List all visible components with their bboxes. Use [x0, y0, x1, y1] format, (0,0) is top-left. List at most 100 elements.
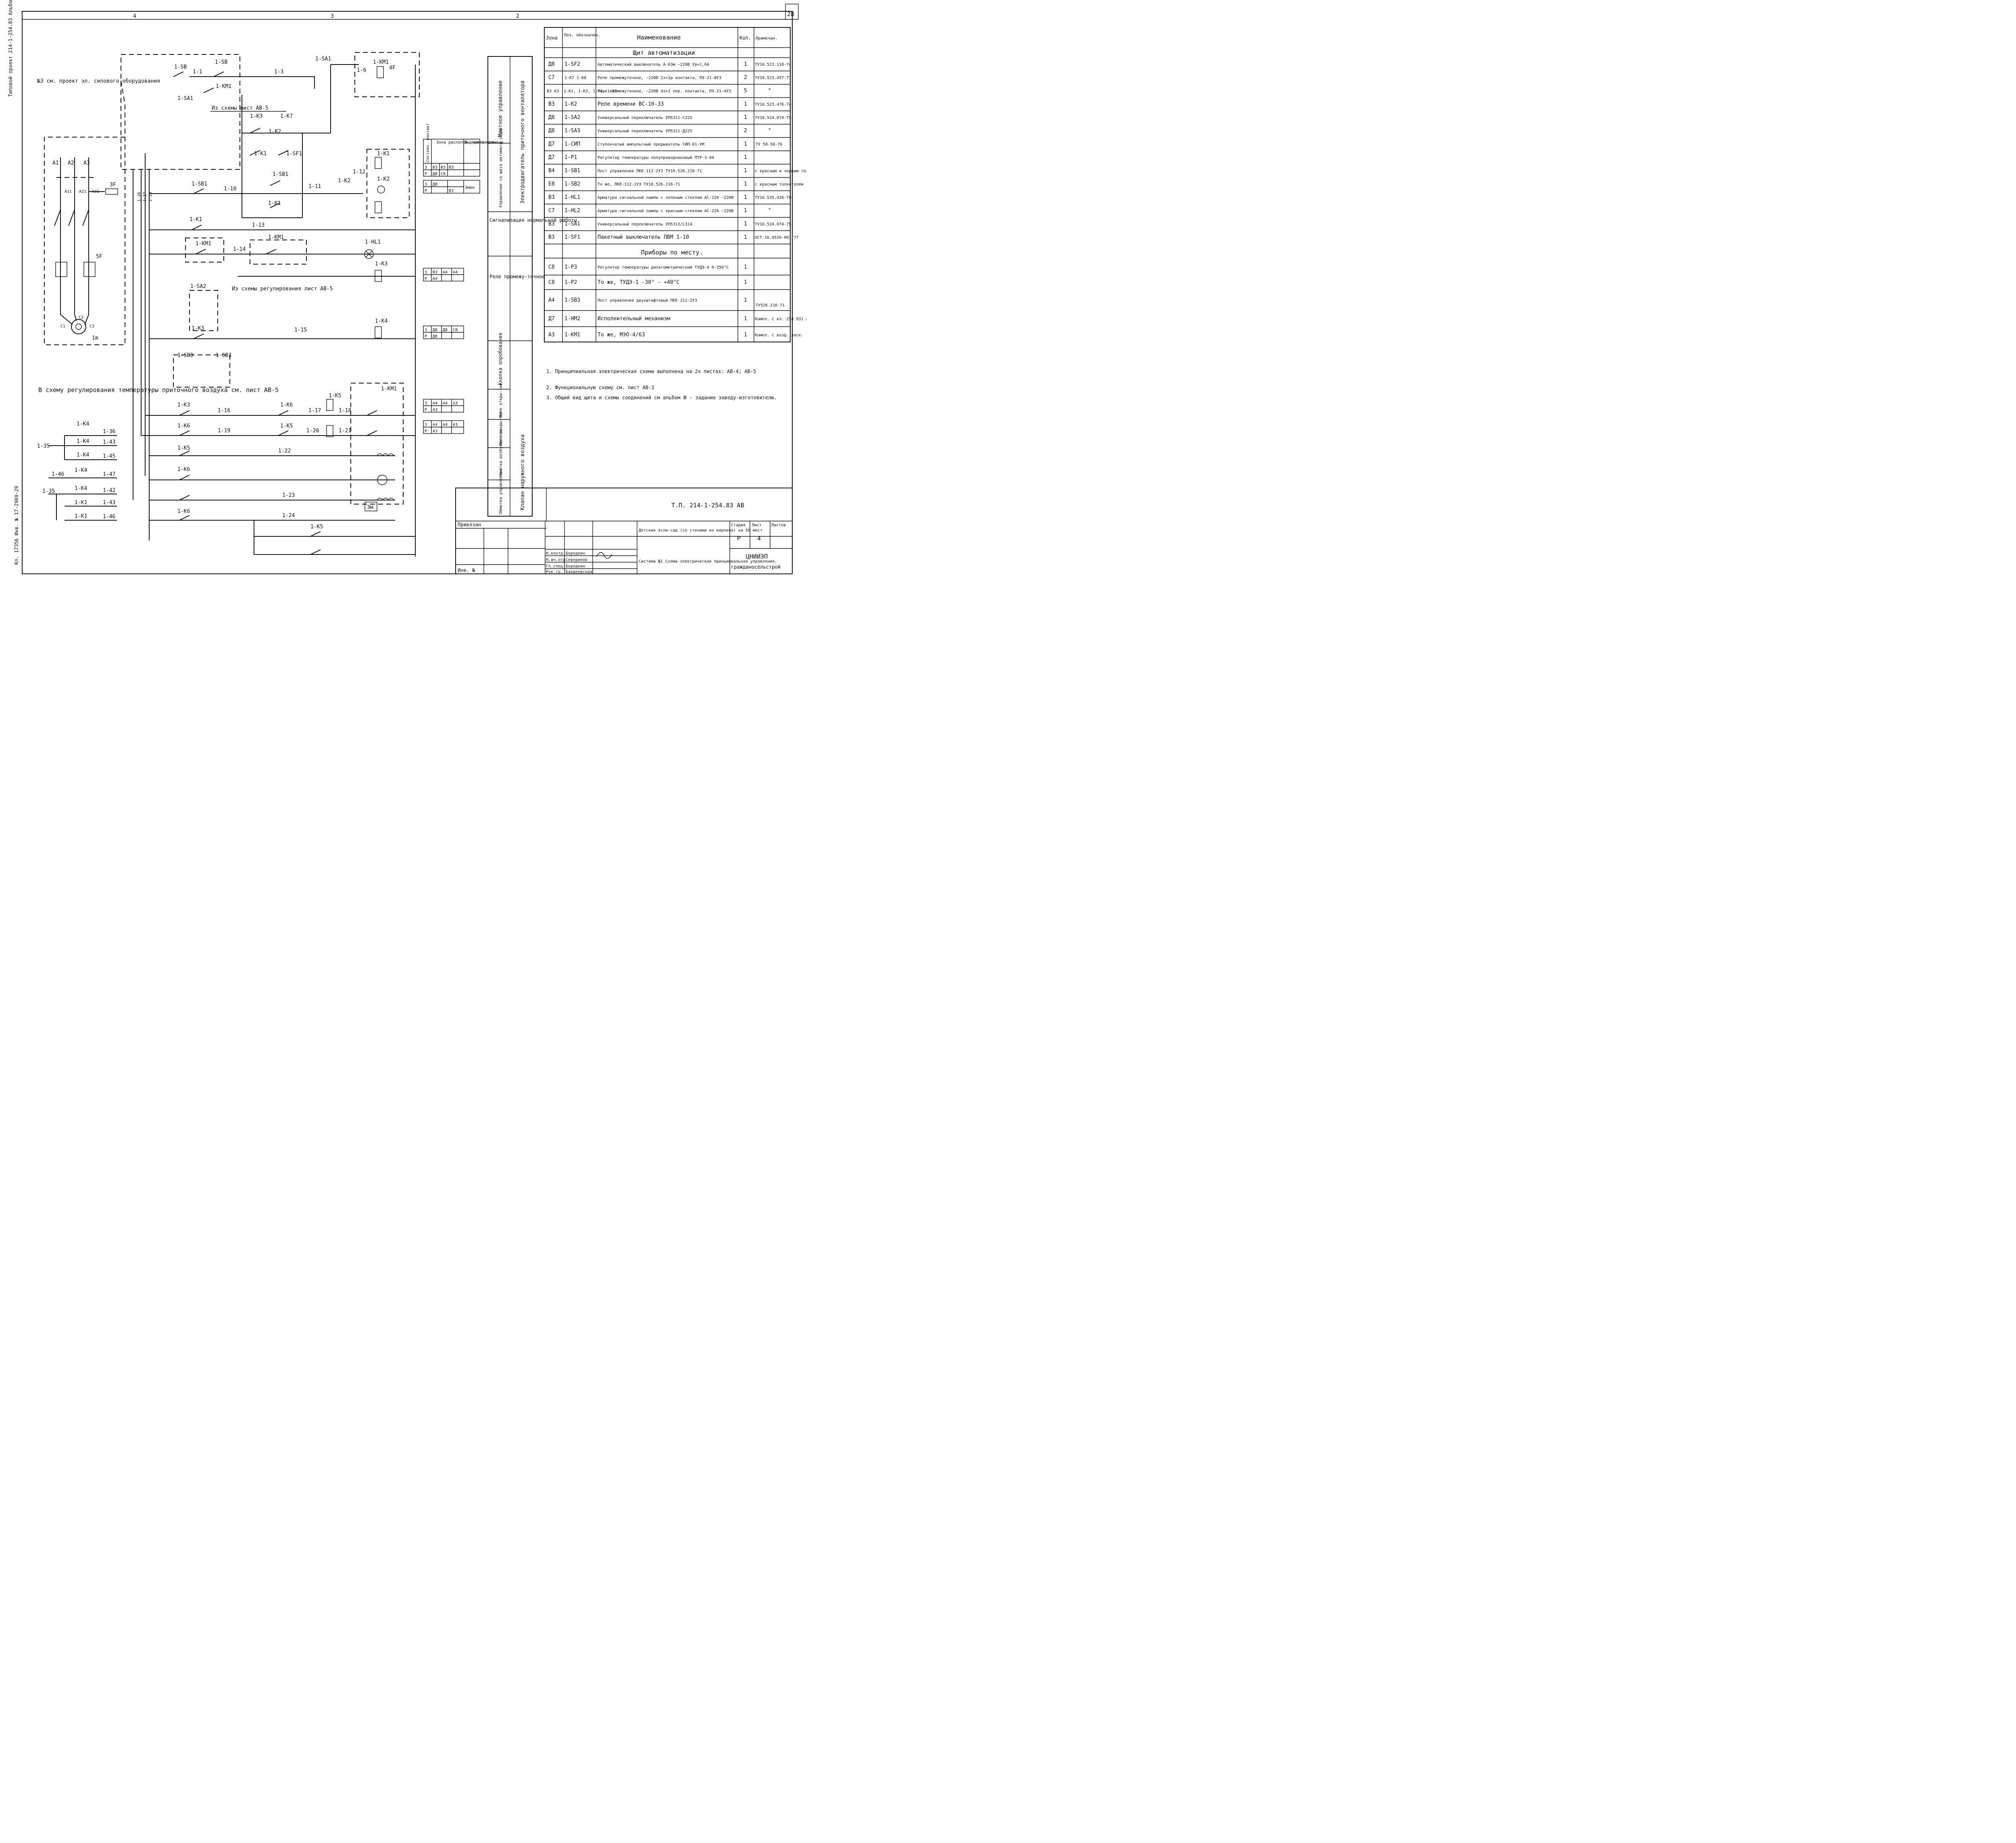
- component-label: 1-KM1: [196, 241, 211, 247]
- table-cell: А4: [433, 401, 437, 406]
- contacts: [173, 71, 394, 555]
- from-sheet-note: Из схемы лист АВ-5: [212, 105, 269, 111]
- spec-pos: 1-HL2: [564, 208, 580, 214]
- spec-row: Д8 1-SA3 Универсальный переключатель УП5…: [544, 128, 790, 138]
- wire-number: 1-14: [233, 246, 246, 252]
- stage-header: Стадия: [731, 523, 746, 527]
- regulation-contact: 1-K4: [75, 467, 87, 473]
- wire-numbers: 1-1 1-3 1-6 1-10 1-11 1-12 1-13 1-14 1-1…: [137, 67, 366, 519]
- person-name: Бородкин: [566, 564, 585, 569]
- contact-table-c: 3 В3 А4 А4 Р А4: [423, 268, 464, 281]
- table-cell: Д8: [443, 328, 448, 332]
- spec-qty: 2: [744, 75, 747, 81]
- spec-row: Д8 1-SA2 Универсальный переключатель УП5…: [544, 115, 791, 125]
- regulation-contact: 1-K4: [77, 421, 89, 427]
- three-phase-circuit: A1 A2 A3 A11 A21 A31 3F 5F C1 C2 C3 1m: [52, 157, 118, 341]
- spec-note: ТУ16.524.074-75: [755, 116, 791, 120]
- fuse-label: 4F: [389, 65, 396, 71]
- spec-note: ТУ16.523.457-77: [755, 76, 791, 80]
- spec-pos: 1-SA2: [564, 115, 580, 121]
- note-line: 1. Принципиальная электрическая схема вы…: [546, 369, 756, 374]
- relay-coil: [375, 270, 382, 282]
- regulation-wire: 1-43: [103, 500, 115, 506]
- spec-qty: 1: [744, 141, 747, 147]
- table-header: Состоян. контакт: [426, 123, 430, 162]
- spec-name: Пакетный выключатель ПВМ 1-10: [598, 234, 689, 240]
- spec-zone: С7: [548, 208, 555, 214]
- spec-name: То же, МЭО-4/63: [598, 332, 645, 338]
- spec-row: С7 1-К7 1-К8 Реле промежуточное, ~220В 2…: [544, 75, 791, 85]
- spec-section-title: Приборы по месту.: [641, 249, 703, 256]
- spec-pos: 1-SF1: [564, 234, 580, 240]
- spec-name: Исполнительный механизм: [598, 316, 670, 322]
- table-cell: Р: [425, 408, 427, 412]
- actuator-enclosure: [354, 52, 420, 97]
- power-enclosure: [44, 80, 125, 345]
- spec-zone: С7: [548, 75, 555, 81]
- spec-zone: В3 А3: [547, 89, 559, 94]
- regulation-contact: 1-K4: [75, 486, 87, 492]
- table-cell: А3: [453, 423, 458, 427]
- spec-zone: Д8: [548, 61, 555, 67]
- spec-col-header: Зона: [546, 35, 558, 41]
- spec-zone: Д7: [548, 316, 555, 322]
- spec-zone: С8: [548, 279, 555, 286]
- table-cell: А4: [433, 277, 437, 281]
- spec-row: В3 А3 1-К1, 1-К3, 1-К4, 1-К6 Реле промеж…: [544, 88, 790, 98]
- wire-number: 1-27: [143, 192, 147, 202]
- notes: 1. Принципиальная электрическая схема вы…: [546, 369, 777, 400]
- component-label: 1-K6: [280, 402, 293, 408]
- function-label: Кнопка опробования: [498, 333, 503, 385]
- regulation-contacts: 1-35 1-36 1-43 1-45 1-46 1-47 1-35 1-42 …: [37, 421, 117, 521]
- spec-pos: 1-HL1: [564, 194, 580, 200]
- function-label: Клапан наружного воздуха: [520, 434, 526, 510]
- regulation-wire: 1-43: [103, 439, 115, 445]
- spec-row: В3 1-К2 Реле времени ВС-10-33 1 ТУ16.523…: [544, 101, 791, 111]
- table-cell: А3: [433, 429, 437, 434]
- table-cell: Р: [425, 334, 427, 339]
- fuse-label: 5F: [96, 254, 102, 260]
- function-label: Местное управление: [498, 80, 504, 137]
- spec-qty: 1: [744, 297, 747, 303]
- component-label: 1-K6: [177, 509, 190, 515]
- relay-coil: [375, 201, 382, 213]
- margin-project-text: Типовой проект 214-1-254.83 Альбом Ⅱ: [8, 0, 13, 97]
- table-cell: 3: [425, 182, 427, 187]
- wire-number: 1-21: [339, 428, 351, 434]
- spec-pos: 1-К1, 1-К3, 1-К4, 1-К6: [564, 89, 617, 94]
- table-cell: Р: [425, 189, 427, 193]
- relay-coil: [326, 399, 333, 411]
- function-label: Управление со щита автомати-зации: [499, 127, 503, 208]
- regulation-contact: 1-K4: [77, 438, 89, 444]
- spec-row: В3 1-HL1 Арматура сигнальной лампы с зел…: [544, 194, 791, 204]
- phase-label: A1: [52, 160, 59, 166]
- spec-name: Пост управления двухштифтовый ПКЕ-212-2У…: [598, 298, 697, 303]
- spec-name: Регулятор температуры полупроводниковый …: [598, 155, 714, 160]
- spec-zone: В4: [548, 168, 555, 174]
- spec-col-header: Наименование: [637, 34, 681, 41]
- motor-terminal: C1: [60, 324, 65, 329]
- spec-qty: 1: [744, 194, 747, 200]
- spec-zone: А4: [548, 297, 555, 303]
- spec-name: Универсальный переключатель УП5311-Д225: [598, 129, 692, 133]
- component-label: 1-K5: [177, 445, 190, 451]
- wire-number: 1-24: [282, 513, 295, 519]
- component-label: 1-K3: [250, 113, 262, 119]
- spec-qty: 5: [744, 88, 747, 94]
- spec-pos: 1-SB1: [564, 168, 580, 174]
- component-label: 1-SB: [215, 59, 227, 65]
- table-cell: А4: [443, 423, 448, 427]
- drawing-sheet: 28 4 3 2 Типовой проект 214-1-254.83 Аль…: [0, 0, 825, 577]
- table-header: Зона располож. контактов: [436, 140, 495, 145]
- schematic-drawing: 28 4 3 2 Типовой проект 214-1-254.83 Аль…: [8, 0, 825, 574]
- spec-name: Арматура сигнальной лампы с красным стек…: [598, 208, 733, 213]
- regulation-wire: 1-47: [103, 471, 115, 477]
- component-label: 3м: [367, 505, 373, 511]
- spec-name: Регулятор температуры дилатометрический …: [598, 265, 729, 270]
- spec-zone: А3: [548, 332, 555, 338]
- spec-zone: Д7: [548, 141, 555, 147]
- component-label: 1-SA1: [177, 96, 193, 102]
- component-label: 1-HL1: [365, 239, 381, 245]
- spec-zone: Д7: [548, 154, 555, 161]
- spec-zone: С8: [548, 264, 555, 270]
